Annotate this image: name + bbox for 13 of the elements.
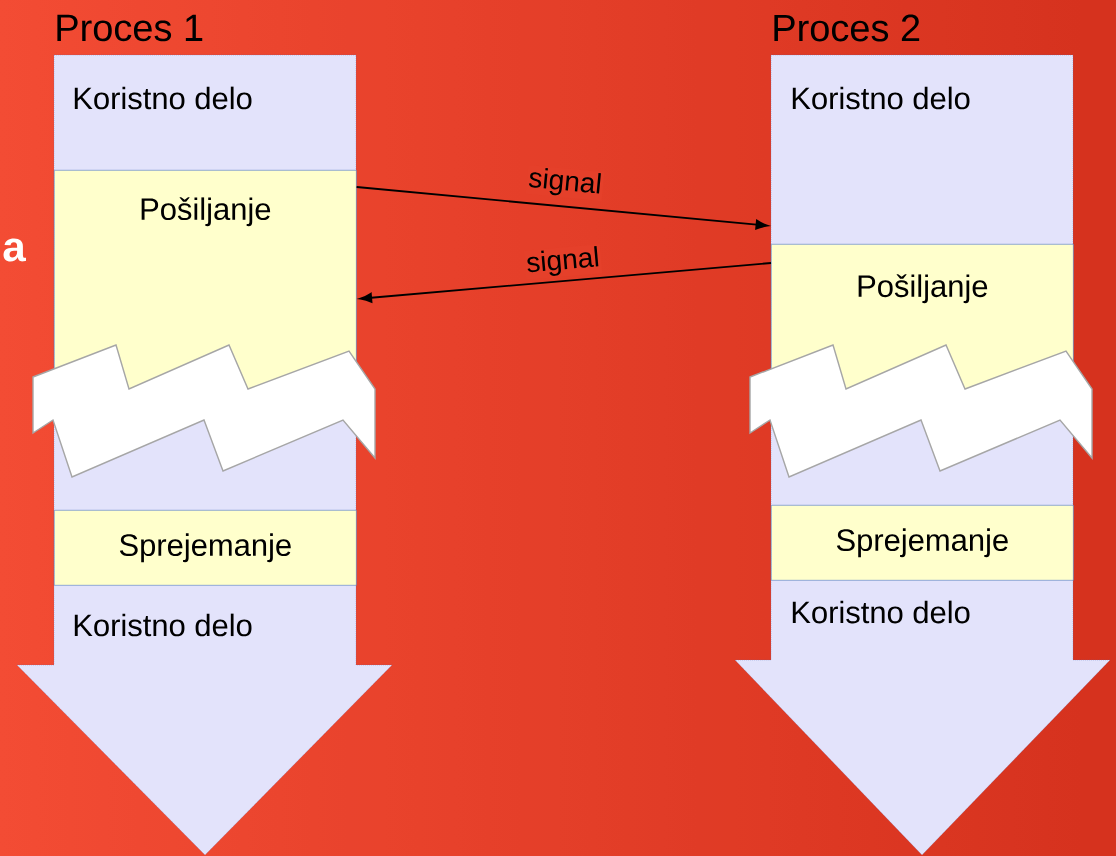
edge-label: signal — [528, 168, 601, 196]
slide-text: a — [3, 238, 26, 262]
body-text: Koristno delo — [792, 86, 970, 110]
arrow — [355, 186, 769, 230]
receiving-box: Sprejemanje — [54, 510, 357, 586]
process-title: Proces 2 — [774, 14, 920, 42]
body-text: Koristno delo — [74, 613, 252, 637]
edge-label: signal — [527, 245, 599, 276]
receiving-box: Sprejemanje — [771, 505, 1074, 581]
body-text: Koristno delo — [792, 600, 970, 624]
arrow — [359, 262, 772, 303]
process-title: Proces 1 — [57, 14, 203, 42]
body-text: Koristno delo — [74, 86, 252, 110]
